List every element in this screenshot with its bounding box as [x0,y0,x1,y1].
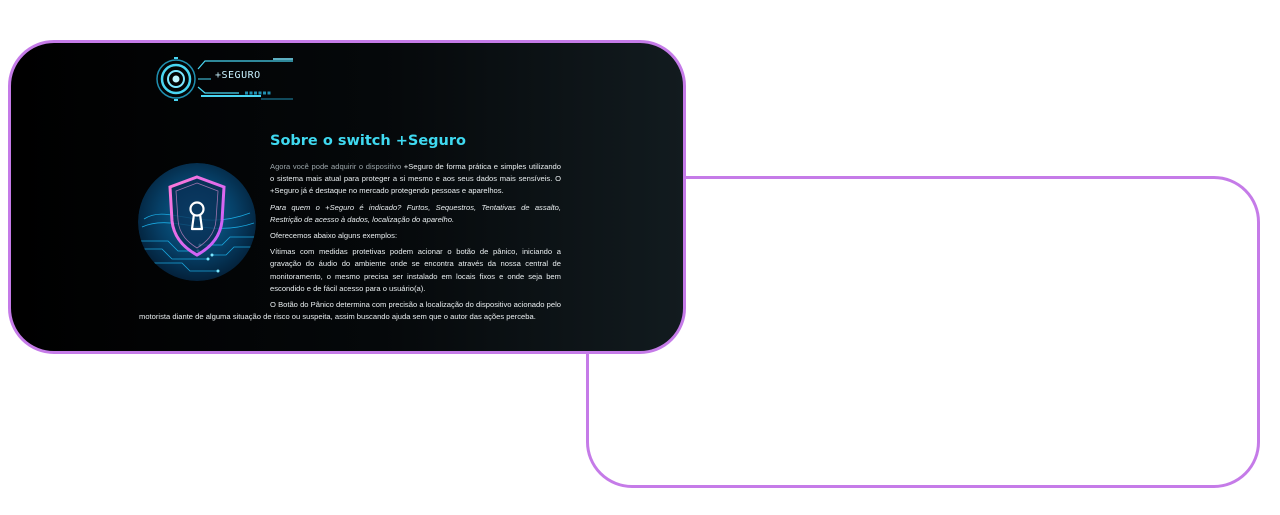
paragraph-victims: Vítimas com medidas protetivas podem aci… [270,247,561,293]
paragraph-indications: Para quem o +Seguro é indicado? Furtos, … [270,202,561,224]
shield-keyhole-icon [138,163,256,281]
background-outline-card [586,176,1260,488]
section-title: Sobre o switch +Seguro [270,133,466,149]
brand-logo[interactable]: +SEGURO [153,55,303,103]
about-card: +SEGURO Sobre o switch +Seguro [8,40,686,354]
paragraph-panic-button: O Botão do Pânico determina com precisão… [139,300,561,322]
paragraph-intro: Agora você pode adquirir o dispositivo +… [270,162,562,196]
tech-target-icon [156,57,293,101]
logo-text: +SEGURO [215,70,261,81]
about-text: Agora você pode adquirir o dispositivo +… [139,161,561,327]
paragraph-examples-heading: Oferecemos abaixo alguns exemplos: [270,231,398,241]
